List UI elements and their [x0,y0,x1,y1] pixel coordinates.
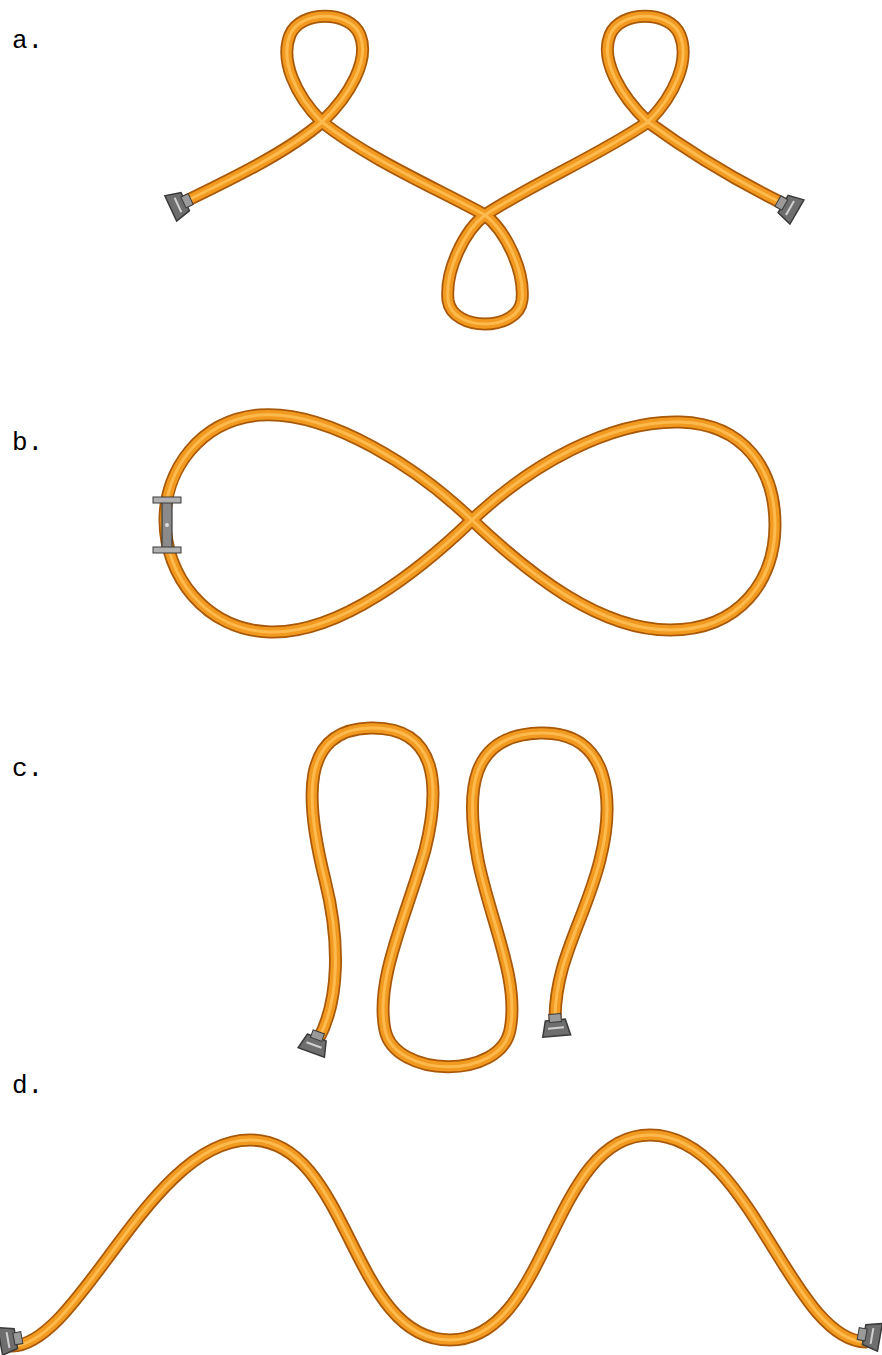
clamp [0,186,882,1355]
panel-label: d. [12,1073,43,1099]
panel-label: a. [12,28,43,54]
rod-highlight [12,16,866,1346]
rod-outline [12,16,866,1346]
rod-body [12,16,866,1346]
panel-label: b. [12,430,43,456]
panel-label: c. [12,756,43,782]
